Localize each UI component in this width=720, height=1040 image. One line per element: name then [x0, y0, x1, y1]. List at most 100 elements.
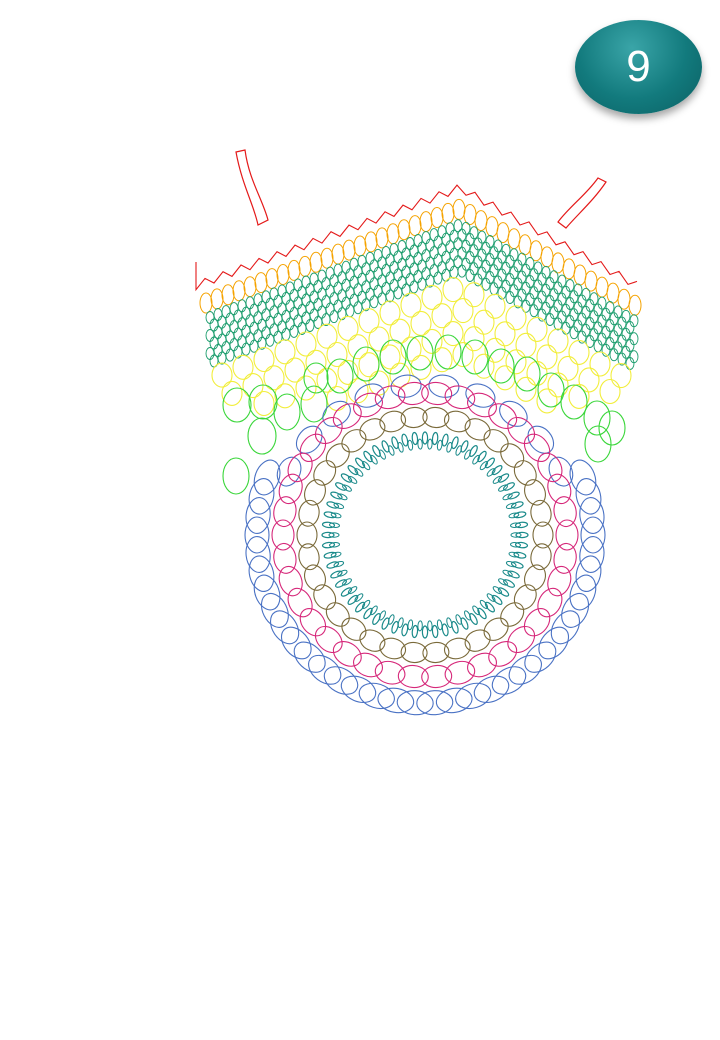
- sclerenchyma-cell: [229, 302, 239, 316]
- pink-cortex-cell: [537, 452, 563, 483]
- sclerenchyma-cell: [497, 286, 507, 300]
- endodermis-cell: [298, 499, 320, 527]
- inner-ring-cell: [510, 532, 522, 538]
- inner-ring-cell: [477, 607, 487, 620]
- blue-cortex-cell: [248, 555, 275, 592]
- yellow-parenchyma-cell: [547, 328, 569, 354]
- sclerenchyma-cell: [353, 301, 363, 315]
- sclerenchyma-cell: [473, 273, 483, 287]
- green-parenchyma-layer: [222, 334, 626, 495]
- pink-cortex-layer: [271, 381, 579, 689]
- inner-ring-cell: [335, 579, 347, 588]
- blue-cortex-cell: [579, 536, 605, 573]
- inner-ring-cell: [329, 522, 340, 528]
- hypodermis-cell: [430, 207, 444, 228]
- inner-ring-cell: [513, 511, 527, 519]
- yellow-parenchyma-cell: [295, 331, 317, 357]
- hypodermis-cell: [397, 219, 411, 241]
- yellow-parenchyma-cell: [526, 316, 548, 342]
- inner-ring-cell: [333, 560, 345, 568]
- inner-ring-cell: [427, 438, 433, 450]
- green-parenchyma-cell: [303, 362, 329, 394]
- inner-ring-cell: [510, 561, 524, 569]
- hypodermis-cell: [463, 204, 477, 225]
- sclerenchyma-cell: [293, 278, 303, 292]
- endodermis-cell: [464, 418, 491, 441]
- inner-ring-cell: [503, 579, 515, 588]
- endodermis-cell: [443, 637, 471, 660]
- sclerenchyma-cell: [321, 313, 331, 327]
- endodermis-cell: [443, 410, 471, 433]
- inner-ring-cell: [514, 541, 529, 549]
- inner-ring-cell: [510, 542, 521, 548]
- inner-ring-cell: [347, 475, 358, 484]
- sclerenchyma-cell: [321, 295, 331, 309]
- sclerenchyma-cell: [265, 297, 275, 311]
- yellow-parenchyma-cell: [211, 362, 233, 388]
- yellow-parenchyma-cell: [547, 372, 569, 398]
- yellow-parenchyma-cell: [578, 367, 600, 393]
- epidermal-hair: [235, 149, 269, 226]
- blue-cortex-cell: [499, 400, 528, 427]
- blue-cortex-cell: [455, 682, 492, 710]
- sclerenchyma-cell: [213, 326, 223, 339]
- sclerenchyma-cell: [249, 303, 259, 317]
- blue-cortex-cell: [465, 383, 496, 408]
- hypodermis-cell: [353, 235, 367, 257]
- inner-ring-cell: [455, 614, 462, 625]
- green-parenchyma-cell: [461, 339, 489, 375]
- sclerenchyma-cell: [413, 270, 423, 283]
- yellow-parenchyma-cell: [326, 341, 348, 368]
- inner-ring-cell: [372, 613, 381, 625]
- sclerenchyma-cell: [405, 273, 415, 286]
- sclerenchyma-cell: [253, 311, 263, 325]
- hypodermis-cell: [485, 216, 499, 238]
- yellow-parenchyma-cell: [410, 354, 432, 380]
- sclerenchyma-cell: [293, 314, 303, 328]
- sclerenchyma-cell: [217, 351, 227, 365]
- sclerenchyma-cell: [401, 247, 411, 261]
- sclerenchyma-cell: [245, 332, 255, 346]
- sclerenchyma-cell: [305, 301, 315, 314]
- sclerenchyma-cell: [265, 333, 275, 347]
- sclerenchyma-cell: [393, 268, 403, 282]
- pink-cortex-cell: [553, 542, 577, 574]
- blue-cortex-cell: [260, 592, 289, 628]
- sclerenchyma-cell: [309, 272, 319, 286]
- endodermis-cell: [530, 499, 552, 527]
- sclerenchyma-cell: [405, 255, 415, 268]
- inner-ring-cell: [498, 578, 508, 586]
- yellow-parenchyma-cell: [599, 378, 621, 405]
- yellow-parenchyma-cell: [410, 310, 432, 336]
- inner-ring-cell: [411, 624, 419, 639]
- inner-ring-cell: [378, 449, 386, 460]
- sclerenchyma-cell: [389, 242, 399, 256]
- inner-ring-cell: [479, 599, 489, 609]
- pink-cortex-cell: [299, 608, 327, 637]
- sclerenchyma-cell: [225, 348, 235, 362]
- hypodermis-cell: [628, 294, 642, 316]
- blue-cortex-cell: [377, 687, 415, 714]
- inner-ring-cell: [326, 561, 340, 569]
- inner-ring-cell: [505, 560, 517, 568]
- inner-ring-cell: [431, 431, 439, 446]
- sclerenchyma-cell: [301, 293, 311, 307]
- blue-cortex-cell: [280, 626, 312, 660]
- endodermis-cell: [379, 637, 407, 660]
- inner-ring-cell: [446, 441, 453, 453]
- inner-ring-cell: [441, 623, 449, 637]
- inner-ring-cell: [321, 531, 335, 539]
- inner-ring-cell: [479, 461, 489, 471]
- pink-cortex-cell: [273, 542, 297, 574]
- sclerenchyma-cell: [369, 277, 379, 291]
- pink-cortex-cell: [278, 473, 303, 505]
- yellow-parenchyma-cell: [452, 298, 474, 324]
- inner-ring-cell: [486, 468, 496, 477]
- yellow-parenchyma-cell: [536, 344, 558, 370]
- blue-cortex-cell: [473, 675, 510, 703]
- green-parenchyma-cell: [513, 356, 541, 392]
- inner-ring-cell: [397, 441, 404, 453]
- blue-cortex-cell: [575, 478, 602, 515]
- sclerenchyma-cell: [329, 310, 339, 324]
- sclerenchyma-cell: [373, 266, 383, 280]
